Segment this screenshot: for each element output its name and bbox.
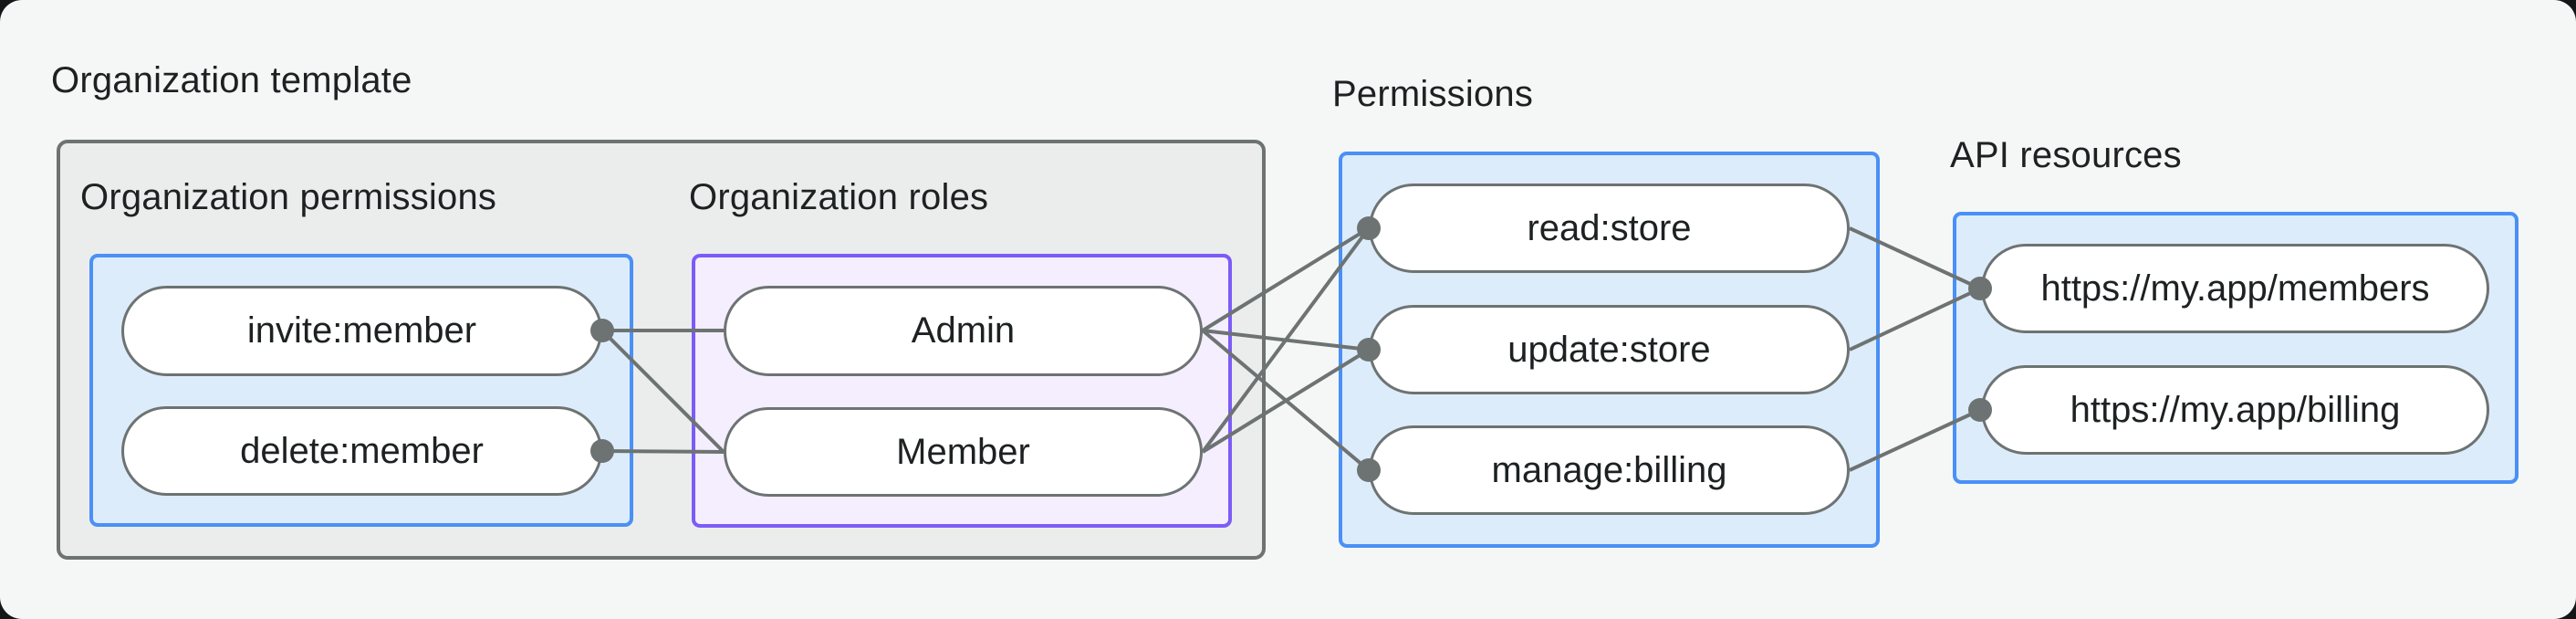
node-member-role: Member (724, 407, 1203, 497)
org-roles-title: Organization roles (689, 177, 989, 217)
org-permissions-title: Organization permissions (80, 177, 497, 217)
node-invite-member: invite:member (121, 286, 602, 376)
node-update-store: update:store (1369, 305, 1850, 394)
permissions-title: Permissions (1332, 74, 1534, 114)
org-template-title: Organization template (51, 60, 412, 100)
api-resources-title: API resources (1950, 135, 2182, 175)
node-billing-api-resource: https://my.app/billing (1981, 365, 2489, 455)
node-delete-member: delete:member (121, 406, 602, 496)
node-members-api-resource: https://my.app/members (1981, 244, 2489, 333)
node-manage-billing: manage:billing (1369, 425, 1850, 515)
node-read-store: read:store (1369, 184, 1850, 273)
node-admin-role: Admin (724, 286, 1203, 376)
